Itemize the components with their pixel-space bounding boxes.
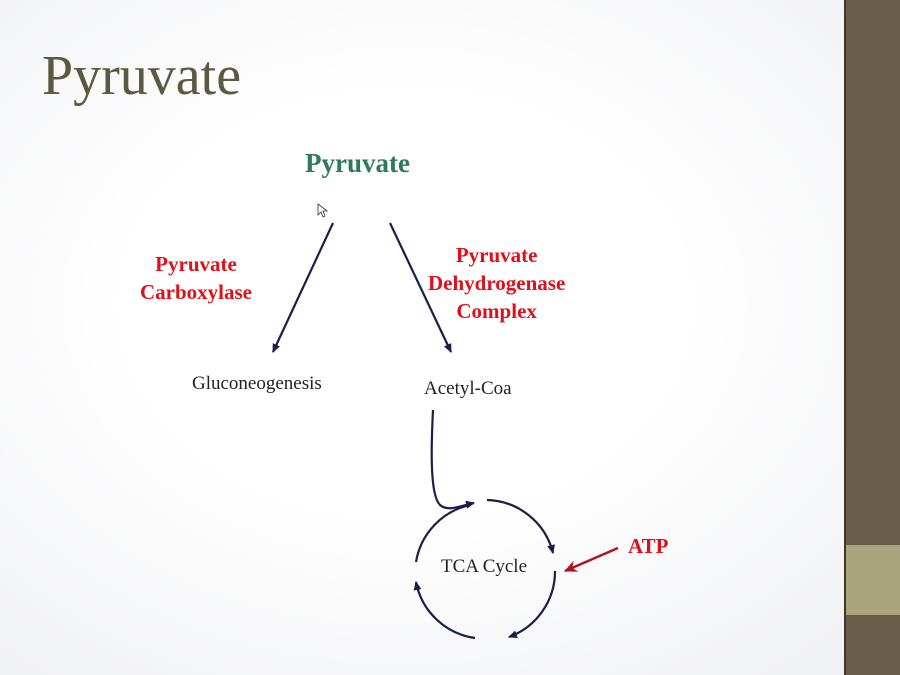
enzyme-pyruvate-carboxylase: Pyruvate Carboxylase xyxy=(140,250,252,306)
arrow-to-acetyl-coa xyxy=(389,222,452,353)
atp-label: ATP xyxy=(628,534,669,558)
arrow-to-gluconeogenesis xyxy=(272,222,334,353)
product-acetyl-coa: Acetyl-Coa xyxy=(424,378,512,399)
enzyme-pyruvate-dehydrogenase-complex: Pyruvate Dehydrogenase Complex xyxy=(428,241,565,325)
enzyme-line: Dehydrogenase xyxy=(428,271,566,295)
cycle-arc-bottom-right xyxy=(508,570,557,639)
enzyme-line: Complex xyxy=(456,299,537,323)
atp-arrow xyxy=(564,546,619,573)
tca-cycle-label: TCA Cycle xyxy=(441,556,528,577)
cycle-arc-bottom-left xyxy=(413,581,476,640)
mouse-cursor-icon xyxy=(317,203,329,218)
enzyme-line: Pyruvate xyxy=(455,243,538,267)
arrow-acetyl-into-cycle xyxy=(430,409,475,510)
enzyme-line: Pyruvate xyxy=(155,252,237,276)
source-node-pyruvate: Pyruvate xyxy=(305,148,410,178)
sidebar-accent-block xyxy=(846,545,900,615)
enzyme-line: Carboxylase xyxy=(140,280,252,304)
cycle-arc-top-right xyxy=(486,498,555,554)
product-gluconeogenesis: Gluconeogenesis xyxy=(192,373,322,394)
cycle-arc-top-left xyxy=(414,503,471,563)
slide-title: Pyruvate xyxy=(42,45,242,107)
